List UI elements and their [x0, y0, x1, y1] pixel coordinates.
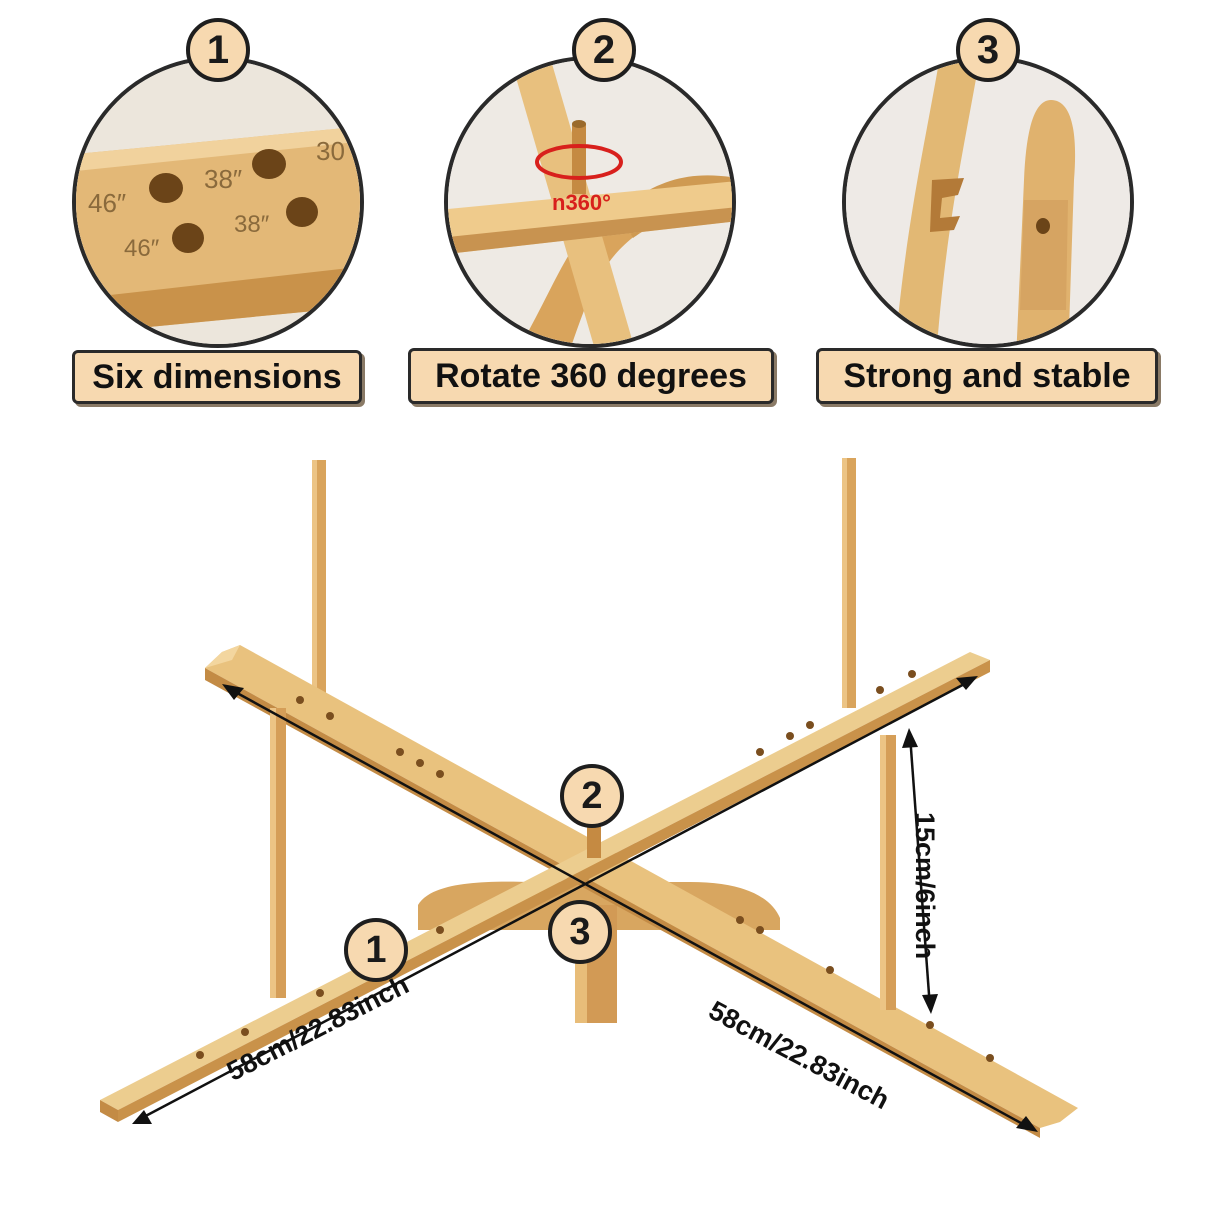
- mark-38-top: 38″: [204, 164, 242, 194]
- mark-46-top: 46″: [88, 188, 126, 218]
- callout-badge-1: 1: [344, 918, 408, 982]
- feature-badge-3: 3: [956, 18, 1020, 82]
- feature-badge-2: 2: [572, 18, 636, 82]
- mark-38-bottom: 38″: [234, 211, 270, 238]
- feature-caption-1: Six dimensions: [72, 350, 362, 404]
- feature-caption-2: Rotate 360 degrees: [408, 348, 774, 404]
- detail-photo-dimensions: 46″ 38″ 30 46″ 38″: [72, 56, 364, 348]
- feature-badge-1: 1: [186, 18, 250, 82]
- callout-badge-2: 2: [560, 764, 624, 828]
- yarn-swift-illustration: [100, 458, 1078, 1138]
- feature-caption-3: Strong and stable: [816, 348, 1158, 404]
- callout-badge-3: 3: [548, 900, 612, 964]
- mark-30-top: 30: [316, 136, 345, 166]
- rotation-label: n360°: [552, 190, 611, 215]
- mark-46-bottom: 46″: [124, 235, 160, 262]
- height-dimension: 15cm/6inch: [910, 812, 940, 960]
- detail-photo-rotation: n360°: [444, 56, 736, 348]
- detail-photo-stability: [842, 56, 1134, 348]
